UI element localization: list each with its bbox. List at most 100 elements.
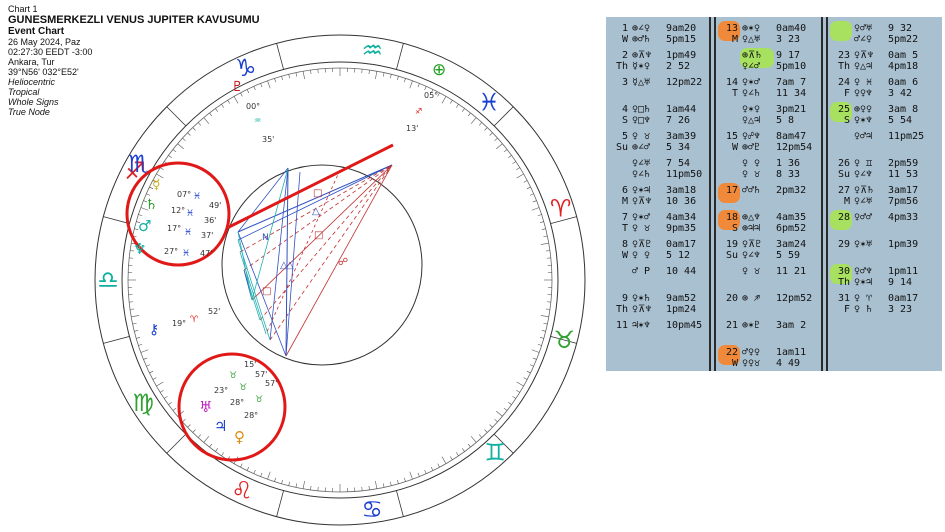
column-divider bbox=[826, 17, 828, 371]
degree-tick bbox=[489, 132, 493, 136]
chart-location: Ankara, Tur bbox=[8, 57, 55, 67]
ephemeris-aspect: ⊕⊼♄ bbox=[742, 50, 762, 61]
zodiac-sign-glyph: ♓ bbox=[478, 88, 500, 116]
degree-tick bbox=[215, 108, 218, 112]
sign-divider bbox=[276, 43, 284, 70]
degree-tick bbox=[197, 122, 202, 126]
ephemeris-time: 1pm49 bbox=[666, 50, 697, 61]
ephemeris-time: 3pm21 bbox=[776, 104, 807, 115]
degree-tick bbox=[437, 463, 440, 468]
degree-tick bbox=[197, 434, 202, 438]
ephemeris-time: 3am18 bbox=[666, 185, 697, 196]
ephemeris-aspect: ♂♂♄ bbox=[742, 185, 761, 196]
degree-tick bbox=[382, 483, 385, 488]
ephemeris-aspect: ♀ ♉ bbox=[632, 131, 651, 142]
ephemeris-aspect: ♀✶♃ bbox=[854, 277, 873, 288]
degree-tick bbox=[215, 448, 218, 452]
ephemeris-aspect: ♀♂♃ bbox=[854, 131, 873, 142]
ephemeris-aspect: ♀∠♅ bbox=[854, 196, 873, 207]
degree-tick bbox=[537, 343, 542, 346]
planet-position-label: 47' bbox=[200, 249, 212, 258]
ephemeris-time: 0am17 bbox=[666, 239, 697, 250]
ephemeris-aspect: ♂∠♀ bbox=[854, 34, 873, 45]
ephemeris-time: 7pm56 bbox=[888, 196, 919, 207]
degree-tick bbox=[136, 337, 141, 339]
ephemeris-time: 11 21 bbox=[776, 266, 807, 277]
planet-position-label: ♓ bbox=[186, 209, 194, 219]
ephemeris-time: 3am 8 bbox=[888, 104, 919, 115]
degree-tick bbox=[467, 443, 471, 448]
degree-tick bbox=[152, 377, 157, 380]
ephemeris-aspect: ♀♀♉ bbox=[742, 358, 761, 369]
ephemeris-time: 3am24 bbox=[776, 239, 807, 250]
degree-tick bbox=[403, 78, 406, 83]
ephemeris-aspect: ♀✶♅ bbox=[854, 239, 873, 250]
degree-tick bbox=[221, 104, 224, 108]
ephemeris-aspect: ♀△♃ bbox=[742, 115, 761, 126]
day-highlight bbox=[718, 183, 740, 203]
planet-position-label: ♉ bbox=[239, 383, 247, 393]
planet-position-label: ♇ bbox=[231, 79, 244, 95]
ephemeris-day: 9 bbox=[621, 293, 628, 304]
ephemeris-weekday: Su bbox=[725, 250, 738, 261]
planet-labels: ♇00°♒35'⊕05°♐13'☿07°♓49'♄12°♓36'♂17°♓37'… bbox=[133, 60, 446, 446]
planet-position-label: ♀ bbox=[234, 428, 245, 446]
degree-tick bbox=[233, 96, 239, 104]
degree-tick bbox=[449, 100, 453, 104]
day-highlight bbox=[830, 210, 852, 230]
degree-tick bbox=[260, 472, 263, 477]
zodiac-sign-glyph: ♉ bbox=[553, 326, 575, 354]
ephemeris-aspect: ⊕∠♂ bbox=[632, 142, 651, 153]
degree-tick bbox=[539, 221, 544, 223]
degree-tick bbox=[409, 471, 413, 480]
ephemeris-time: 5 54 bbox=[888, 115, 913, 126]
ephemeris-day: 17 bbox=[725, 185, 738, 196]
degree-tick bbox=[302, 71, 305, 80]
ephemeris-aspect: ♀⊼♆ bbox=[854, 50, 874, 61]
ephemeris-day: 2 bbox=[621, 50, 628, 61]
sign-divider bbox=[396, 490, 404, 517]
degree-tick bbox=[260, 83, 263, 88]
ephemeris-weekday: T bbox=[731, 88, 738, 99]
degree-tick bbox=[403, 477, 406, 482]
degree-tick bbox=[138, 214, 143, 217]
degree-tick bbox=[526, 370, 531, 374]
degree-tick bbox=[143, 200, 148, 203]
planet-position-label: 28° bbox=[230, 398, 244, 407]
planet-position-label: 00° bbox=[246, 102, 260, 111]
degree-tick bbox=[152, 180, 157, 183]
ephemeris-time: 0am40 bbox=[776, 23, 807, 34]
zodiac-sign-glyph: ♌ bbox=[231, 476, 253, 504]
ephemeris-aspect: ♀ ♄ bbox=[854, 304, 873, 315]
degree-tick bbox=[526, 186, 531, 190]
ephemeris-time: 3am17 bbox=[888, 185, 919, 196]
degree-tick bbox=[456, 452, 459, 456]
ephemeris-time: 1pm24 bbox=[666, 304, 697, 315]
ephemeris-time: 9 32 bbox=[888, 23, 913, 34]
aspect-lines bbox=[237, 164, 393, 357]
degree-tick bbox=[168, 155, 172, 158]
ephemeris-aspect: ♀♂♆ bbox=[854, 266, 873, 277]
ephemeris-day: 28 bbox=[837, 212, 850, 223]
chart-coordinates: 39°N56' 032°E52' bbox=[8, 67, 79, 77]
planet-position-label: ♓ bbox=[193, 192, 201, 202]
degree-tick bbox=[168, 402, 172, 405]
degree-tick bbox=[172, 407, 177, 411]
ephemeris-aspect: ♀∠♅ bbox=[632, 158, 651, 169]
degree-tick bbox=[182, 418, 186, 423]
day-highlight bbox=[830, 21, 852, 41]
svg-text:△: △ bbox=[286, 260, 294, 271]
ephemeris-weekday: W bbox=[621, 34, 628, 45]
ephemeris-day: 24 bbox=[837, 77, 850, 88]
degree-tick bbox=[529, 364, 534, 367]
highlight-circle-taurus bbox=[177, 352, 287, 462]
degree-tick bbox=[532, 357, 537, 360]
planet-position-label: 49' bbox=[209, 201, 221, 210]
sign-divider bbox=[550, 336, 577, 344]
degree-tick bbox=[246, 89, 250, 94]
degree-tick bbox=[467, 112, 471, 117]
svg-text:△: △ bbox=[312, 206, 320, 217]
degree-tick bbox=[543, 322, 548, 325]
ephemeris-aspect: ♀ ♀ bbox=[632, 250, 651, 261]
